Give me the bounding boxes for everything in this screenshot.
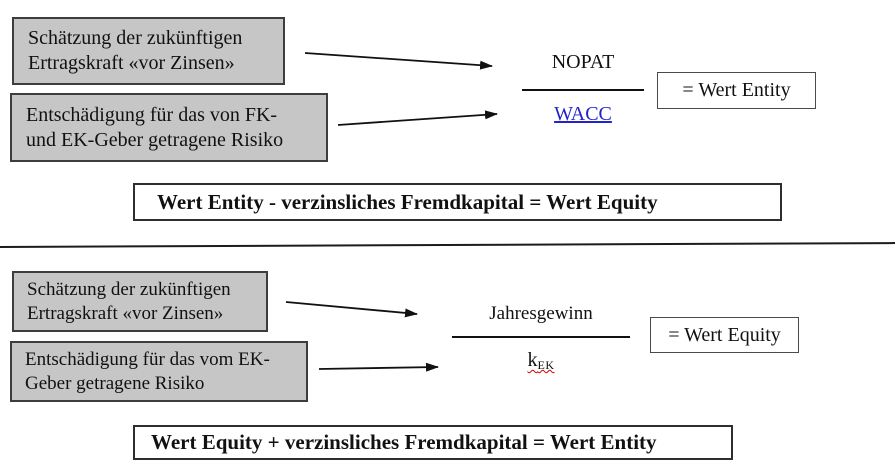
wert-entity-result-box: = Wert Entity [657, 72, 816, 109]
jahresgewinn-numerator: Jahresgewinn [489, 303, 593, 324]
top-earnings-input-box: Schätzung der zukünftigen Ertragskraft «… [12, 17, 285, 85]
section-divider [0, 242, 895, 248]
arrow-bottom-risk-icon [318, 362, 439, 372]
box-line: Entschädigung für das vom EK- [25, 348, 270, 370]
wert-equity-result-box: = Wert Equity [650, 317, 799, 353]
nopat-numerator: NOPAT [551, 51, 615, 73]
kek-term: kEK [527, 349, 555, 372]
box-line: und EK-Geber getragene Risiko [26, 128, 284, 151]
wacc-link[interactable]: WACC [554, 103, 612, 125]
box-line: Ertragskraft «vor Zinsen» [28, 52, 235, 74]
equity-to-entity-formula-box: Wert Equity + verzinsliches Fremdkapital… [133, 425, 733, 460]
kek-base: k [527, 349, 538, 371]
bottom-fraction-bar [452, 336, 630, 338]
box-line: Ertragskraft «vor Zinsen» [27, 302, 224, 324]
box-line: Schätzung der zukünftigen [27, 278, 231, 300]
box-line: Geber getragene Risiko [25, 372, 205, 394]
arrow-top-risk-icon [337, 110, 498, 126]
entity-to-equity-formula-box: Wert Entity - verzinsliches Fremdkapital… [133, 183, 782, 221]
bottom-risk-input-box: Entschädigung für das vom EK- Geber getr… [10, 341, 308, 402]
kek-denominator: kEK [452, 349, 630, 372]
box-line: Entschädigung für das von FK- [26, 103, 278, 126]
arrow-top-earnings-icon [304, 52, 493, 70]
kek-subscript: EK [537, 358, 555, 372]
top-risk-input-box: Entschädigung für das von FK- und EK-Geb… [10, 93, 328, 162]
bottom-earnings-input-box: Schätzung der zukünftigen Ertragskraft «… [12, 271, 268, 332]
top-fraction-bar [522, 89, 644, 91]
arrow-bottom-earnings-icon [285, 301, 418, 318]
box-line: Schätzung der zukünftigen [28, 27, 243, 49]
